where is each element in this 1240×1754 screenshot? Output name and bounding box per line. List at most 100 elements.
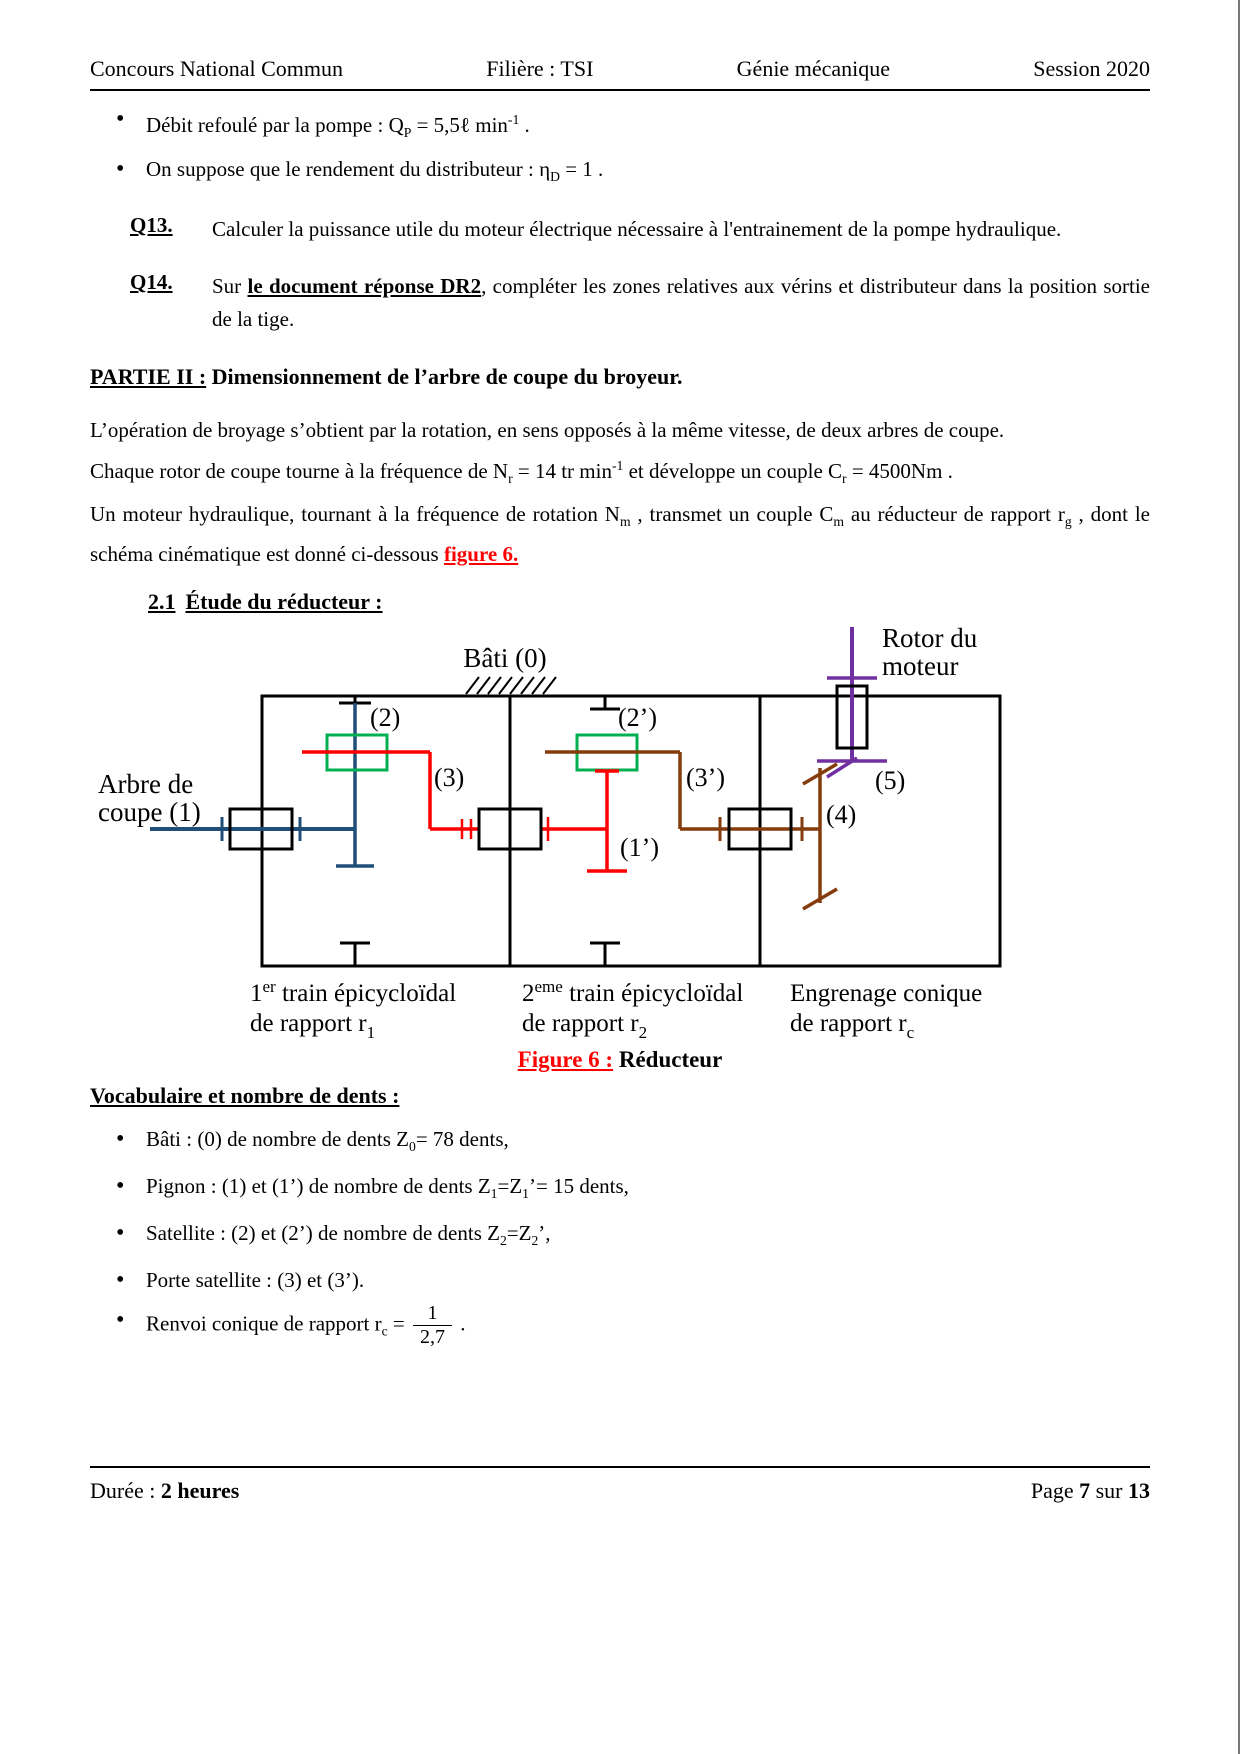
math-var: C: [828, 459, 843, 484]
partie2-label: PARTIE II :: [90, 364, 207, 390]
question-q13-label: Q13.: [130, 213, 173, 238]
text-segment: ’= 15 dents,: [529, 1173, 629, 1198]
question-q14-label: Q14.: [130, 270, 173, 295]
label-bati: Bâti (0): [463, 643, 546, 673]
text-segment: Débit refoulé par la pompe :: [146, 113, 389, 137]
math-sub: 0: [409, 1138, 416, 1154]
math-sub: m: [833, 513, 845, 529]
text-segment: =Z: [497, 1173, 523, 1198]
label-arbre-line2: coupe (1): [98, 797, 201, 827]
fraction-numerator: 1: [413, 1302, 453, 1327]
intro-bullet-list: Débit refoulé par la pompe : QP = 5,5ℓ m…: [90, 101, 1150, 195]
caption-train1-line2: de rapport r1: [250, 1010, 375, 1041]
paragraph-operation-broyage: L’opération de broyage s’obtient par la …: [90, 418, 1005, 443]
section-title: Étude du réducteur :: [185, 588, 383, 614]
math-sub: 2: [499, 1233, 507, 1249]
math-var: η: [539, 157, 551, 182]
text-segment: Chaque rotor de coupe tourne à la fréque…: [90, 459, 493, 484]
math-sub: r: [842, 471, 847, 487]
partie2-title: Dimensionnement de l’arbre de coupe du b…: [206, 364, 683, 390]
bullet-debit-pompe: Débit refoulé par la pompe : QP = 5,5ℓ m…: [90, 101, 1150, 151]
text-segment: = 4500Nm .: [846, 459, 953, 484]
document-reponse-ref: le document réponse DR2: [247, 274, 482, 299]
paragraph-moteur-hydraulique: Un moteur hydraulique, tournant à la fré…: [90, 498, 1150, 571]
math-sub: m: [619, 513, 631, 529]
footer-page-total: 13: [1128, 1478, 1150, 1503]
header-filiere: Filière : TSI: [486, 56, 594, 81]
header-concours: Concours National Commun: [90, 56, 343, 81]
text-segment: , transmet un couple: [630, 501, 820, 526]
text-segment: = 1: [559, 157, 593, 182]
label-motor-5: (5): [875, 766, 905, 795]
math-sub: r: [508, 471, 513, 487]
text-segment: =: [387, 1311, 411, 1336]
partie2-heading: PARTIE II : Dimensionnement de l’arbre d…: [90, 364, 1150, 390]
label-shaft-4: (4): [826, 800, 856, 829]
label-arbre-line1: Arbre de: [98, 769, 193, 799]
math-var: N: [492, 459, 509, 484]
page-header: Concours National Commun Filière : TSI G…: [90, 56, 1150, 91]
header-session: Session 2020: [1033, 56, 1150, 81]
vocabulaire-list: Bâti : (0) de nombre de dents Z0= 78 den…: [90, 1121, 1150, 1350]
bearing-right: [727, 807, 793, 851]
question-q14-text: Sur le document réponse DR2, compléter l…: [212, 270, 1150, 336]
section-2-1-heading: 2.1 Étude du réducteur :: [148, 589, 1150, 615]
figure6-reference-link: figure 6.: [443, 541, 519, 566]
text-segment: .: [519, 113, 530, 137]
figure6-caption-title: Réducteur: [613, 1046, 723, 1072]
math-sup: -1: [507, 112, 520, 127]
top-fix-train2: [590, 695, 620, 711]
label-carrier-3p: (3’): [686, 763, 725, 792]
fraction-denominator: 2,7: [420, 1326, 446, 1349]
label-gear-2: (2): [370, 703, 400, 732]
paragraph-rotor-frequence: Chaque rotor de coupe tourne à la fréque…: [90, 449, 1150, 495]
ground-symbol-train2: [590, 941, 620, 966]
caption-bevel-line2: de rapport rc: [790, 1010, 915, 1041]
text-segment: = 14 tr min: [512, 459, 612, 484]
vocab-item-bati: Bâti : (0) de nombre de dents Z0= 78 den…: [90, 1121, 1150, 1165]
footer-duree: Durée : 2 heures: [90, 1478, 239, 1504]
kinematic-schematic: Bâti (0) Rotor du moteur: [98, 623, 1002, 1041]
page-right-edge: [1238, 0, 1240, 1754]
bearing-middle: [477, 807, 543, 851]
math-sub: 1: [522, 1186, 529, 1202]
text-segment: .: [592, 157, 604, 182]
text-segment: =Z: [506, 1221, 532, 1246]
caption-train1-line1: 1er train épicycloïdal: [250, 977, 456, 1007]
math-sub: c: [381, 1323, 388, 1339]
vocab-item-satellite: Satellite : (2) et (2’) de nombre de den…: [90, 1215, 1150, 1259]
text-segment: Un moteur hydraulique, tournant à la fré…: [90, 501, 605, 526]
question-q13: Q13. Calculer la puissance utile du mote…: [90, 213, 1150, 246]
figure6-caption: Figure 6 : Réducteur: [0, 1047, 1240, 1073]
text-segment: au réducteur de rapport: [844, 501, 1058, 526]
train2-sun-shaft: [542, 769, 627, 873]
text-segment: Sur: [212, 274, 248, 299]
vocab-item-porte-satellite: Porte satellite : (3) et (3’).: [90, 1262, 1150, 1299]
math-sup: -1: [611, 458, 624, 474]
text-segment: = 5,5ℓ min: [411, 113, 508, 137]
text-segment: Bâti : (0) de nombre de dents Z: [146, 1126, 410, 1151]
vocab-item-renvoi-conique: Renvoi conique de rapport rc = 12,7 .: [90, 1302, 1150, 1350]
shaft-arbre-de-coupe: [150, 702, 374, 868]
math-var: Q: [388, 113, 404, 137]
train1-carrier: [302, 750, 479, 839]
figure6-diagram: Bâti (0) Rotor du moteur: [90, 621, 1150, 1041]
footer-page-current: 7: [1079, 1478, 1091, 1503]
bevel-wheel-shaft4: [802, 762, 838, 911]
math-var: r: [1057, 501, 1065, 526]
math-sub: P: [403, 125, 412, 141]
bearings: [228, 684, 869, 851]
label-gear-2p: (2’): [618, 703, 657, 732]
footer-rule: [90, 1466, 1150, 1468]
section-number: 2.1: [148, 588, 176, 614]
vocab-item-pignon: Pignon : (1) et (1’) de nombre de dents …: [90, 1168, 1150, 1212]
text-segment: et développe un couple: [623, 459, 829, 484]
math-var: C: [819, 501, 834, 526]
math-var: N: [604, 501, 620, 526]
question-q14: Q14. Sur le document réponse DR2, complé…: [90, 270, 1150, 336]
figure6-caption-label: Figure 6 :: [517, 1046, 614, 1072]
text-segment: Porte satellite : (3) et (3’).: [146, 1268, 365, 1293]
text-segment: = 78 dents,: [415, 1126, 509, 1151]
